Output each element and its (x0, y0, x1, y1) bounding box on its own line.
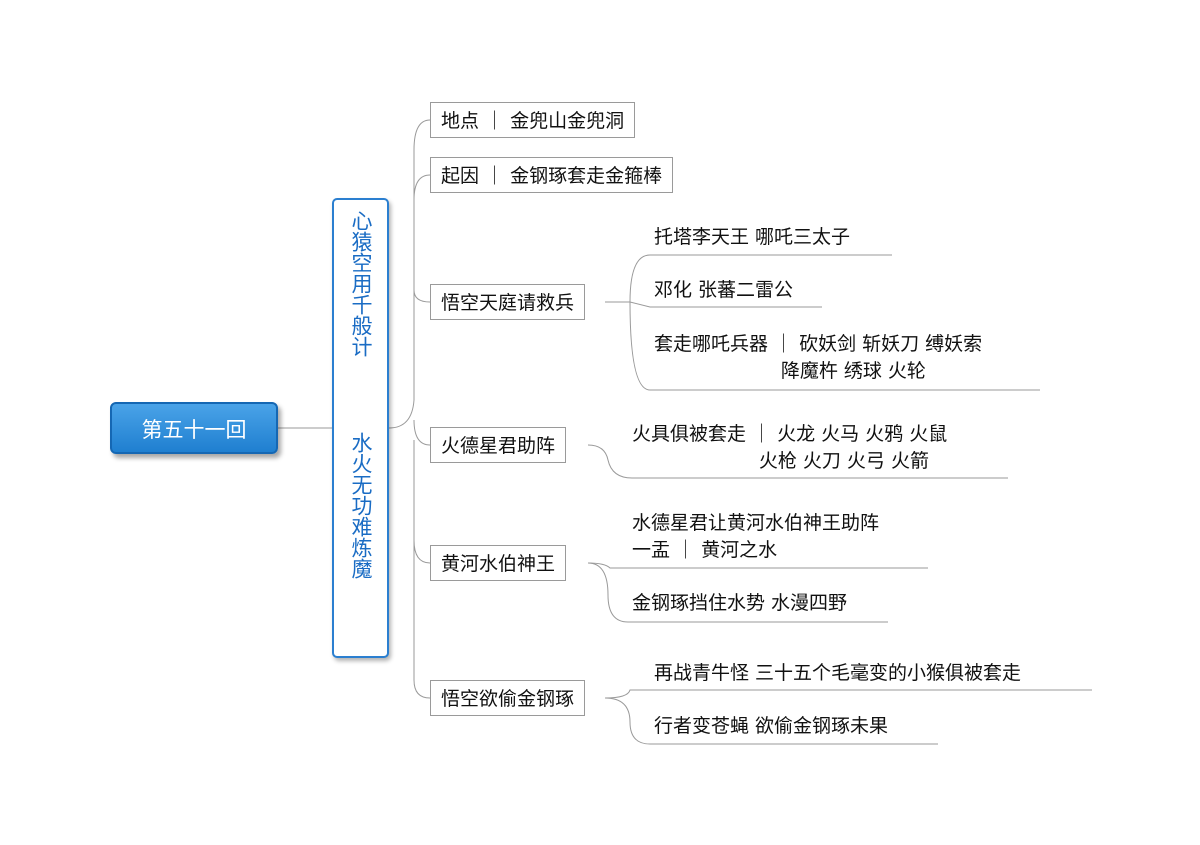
topic-steal-ring[interactable]: 悟空欲偷金钢琢 (430, 680, 586, 716)
topic-fire-star[interactable]: 火德星君助阵 (430, 427, 567, 463)
topic-yellow-river-god[interactable]: 黄河水伯神王 (430, 545, 567, 581)
topic-cause[interactable]: 起因 ｜ 金钢琢套走金箍棒 (430, 157, 674, 193)
subtopic-fire-weapons[interactable]: 火具俱被套走 ｜ 火龙 火马 火鸦 火鼠 火枪 火刀 火弓 火箭 (632, 423, 948, 472)
topic-heaven-rescue[interactable]: 悟空天庭请救兵 (430, 284, 586, 320)
topic-location[interactable]: 地点 ｜ 金兜山金兜洞 (430, 102, 636, 138)
central-topic[interactable]: 第五十一回 (110, 402, 278, 454)
subtopic-water-blocked[interactable]: 金钢琢挡住水势 水漫四野 (632, 592, 848, 614)
subtopic-thunder-gods[interactable]: 邓化 张蕃二雷公 (654, 279, 794, 301)
subtopic-fly-disguise[interactable]: 行者变苍蝇 欲偷金钢琢未果 (654, 715, 889, 737)
subtitle-line-1: 心猿空用千般计 (349, 210, 373, 357)
chapter-subtitle[interactable]: 心猿空用千般计 水火无功难炼魔 (332, 198, 389, 658)
subtopic-water-help[interactable]: 水德星君让黄河水伯神王助阵 一盂 ｜ 黄河之水 (632, 512, 880, 561)
subtopic-monkeys-captured[interactable]: 再战青牛怪 三十五个毛毫变的小猴俱被套走 (654, 662, 1022, 684)
subtopic-nezha-weapons[interactable]: 套走哪吒兵器 ｜ 砍妖剑 斩妖刀 缚妖索 降魔杵 绣球 火轮 (654, 333, 983, 382)
subtitle-line-2: 水火无功难炼魔 (349, 432, 373, 579)
subtopic-li-tianwang[interactable]: 托塔李天王 哪吒三太子 (654, 226, 851, 248)
